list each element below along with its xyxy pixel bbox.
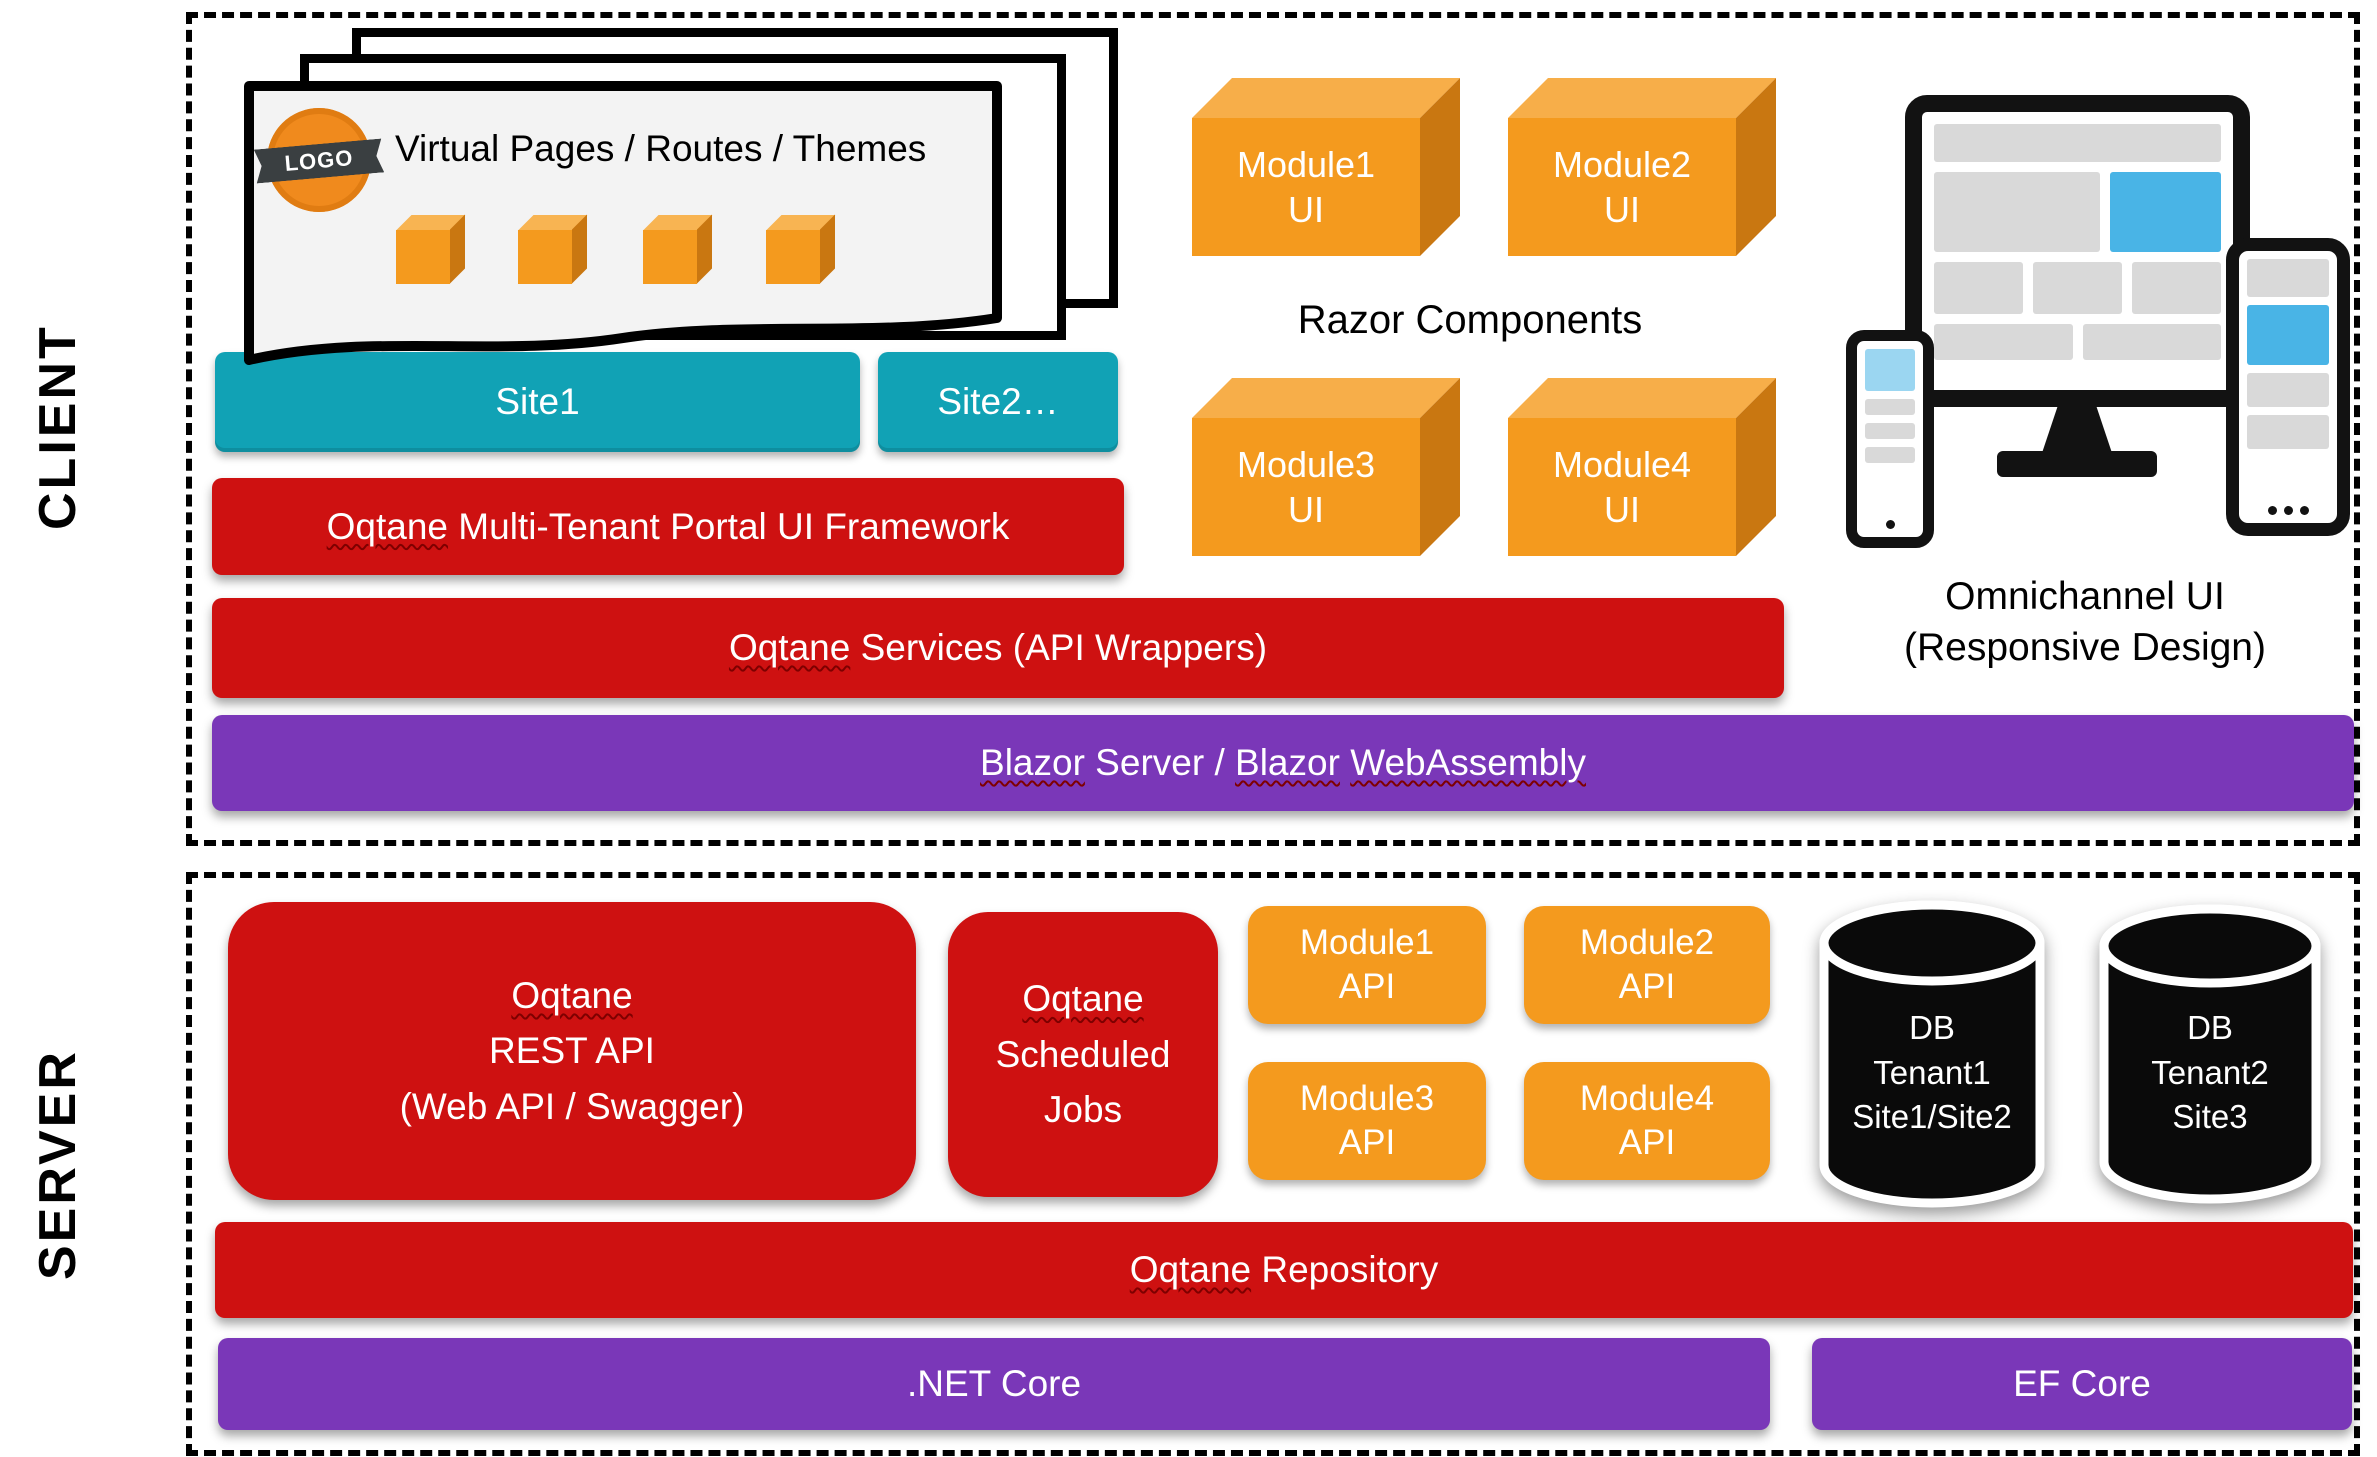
cube-icon [643, 230, 697, 284]
monitor-base-icon [1997, 451, 2157, 477]
db-tenant2-label: DB Tenant2 Site3 [2092, 936, 2328, 1210]
scheduled-line2: Scheduled [995, 1033, 1171, 1075]
omnichannel-line2: (Responsive Design) [1904, 625, 2266, 669]
page-front: LOGO Virtual Pages / Routes / Themes [243, 80, 1005, 382]
rest-api-word: Oqtane [511, 974, 633, 1016]
site1-label: Site1 [495, 381, 580, 422]
site2-bar: Site2… [878, 352, 1118, 452]
module2-ui-box: Module2 UI [1508, 118, 1736, 256]
cube-icon [766, 230, 820, 284]
module1-ui-box: Module1 UI [1192, 118, 1420, 256]
phone-icon [1846, 330, 1934, 548]
db1-line2: Tenant1 [1873, 1053, 1991, 1091]
module1-ui-sub: UI [1288, 189, 1324, 230]
repository-word: Oqtane [1129, 1249, 1252, 1290]
cube-icon [518, 230, 572, 284]
server-label: SERVER [29, 1049, 87, 1281]
module2-api-box: Module2 API [1524, 906, 1770, 1024]
module2-ui-name: Module2 [1552, 144, 1692, 185]
db-tenant2-cylinder: DB Tenant2 Site3 [2092, 898, 2328, 1210]
db2-line3: Site3 [2172, 1098, 2248, 1136]
blazor-bar: Blazor Server / Blazor WebAssembly [212, 715, 2354, 811]
db2-line2: Tenant2 [2151, 1053, 2269, 1091]
database-icon [1819, 900, 2045, 1208]
services-rest: Services (API Wrappers) [850, 627, 1268, 668]
scheduled-word: Oqtane [1022, 978, 1144, 1020]
tablet-icon [2226, 238, 2350, 536]
services-word: Oqtane [728, 627, 851, 668]
cube-icon [396, 230, 450, 284]
db2-line1: DB [2187, 1009, 2233, 1047]
site1-bar: Site1 [215, 352, 860, 452]
db-tenant1-label: DB Tenant1 Site1/Site2 [1812, 931, 2052, 1215]
repository-rest: Repository [1251, 1249, 1439, 1290]
module4-api-name: Module4 [1579, 1079, 1715, 1119]
module2-ui-sub: UI [1604, 189, 1640, 230]
database-icon [2099, 904, 2321, 1204]
module4-ui-box: Module4 UI [1508, 418, 1736, 556]
module4-ui-name: Module4 [1552, 444, 1692, 485]
site2-label: Site2… [937, 381, 1059, 422]
rest-api-box: Oqtane REST API (Web API / Swagger) [228, 902, 916, 1200]
ef-core-bar: EF Core [1812, 1338, 2352, 1430]
omnichannel-line1: Omnichannel UI [1945, 575, 2225, 618]
module3-ui-name: Module3 [1236, 444, 1376, 485]
blazor-text-2 [1340, 742, 1350, 784]
blazor-word-1: Blazor [980, 742, 1085, 783]
module1-api-name: Module1 [1299, 923, 1435, 963]
blazor-text-1: Server / [1084, 742, 1236, 783]
client-label: CLIENT [29, 324, 87, 530]
blazor-word-2: Blazor [1235, 742, 1340, 783]
logo-text: LOGO [254, 138, 384, 183]
portal-framework-word: Oqtane [326, 505, 449, 547]
portal-framework-bar: Oqtane Multi-Tenant Portal UI Framework [212, 478, 1124, 575]
pages-title: Virtual Pages / Routes / Themes [395, 128, 927, 169]
page-front-shape [244, 81, 1002, 365]
portal-framework-rest: Multi-Tenant Portal UI Framework [448, 505, 1010, 547]
scheduled-line3: Jobs [1043, 1089, 1123, 1131]
omnichannel-label: Omnichannel UI (Responsive Design) [1845, 572, 2325, 673]
logo-badge-icon: LOGO [267, 108, 371, 212]
client-region [186, 12, 2360, 846]
rest-api-line3: (Web API / Swagger) [399, 1085, 745, 1127]
module3-api-box: Module3 API [1248, 1062, 1486, 1180]
module3-api-sub: API [1338, 1123, 1396, 1162]
monitor-icon [1905, 95, 2250, 407]
module2-api-sub: API [1618, 967, 1676, 1006]
blazor-word-3: WebAssembly [1350, 742, 1586, 783]
module3-ui-box: Module3 UI [1192, 418, 1420, 556]
server-region [186, 872, 2360, 1456]
module2-api-name: Module2 [1579, 923, 1715, 963]
db1-line3: Site1/Site2 [1852, 1098, 2012, 1136]
services-bar: Oqtane Services (API Wrappers) [212, 598, 1784, 698]
module4-ui-sub: UI [1604, 489, 1640, 530]
module4-api-box: Module4 API [1524, 1062, 1770, 1180]
module1-api-box: Module1 API [1248, 906, 1486, 1024]
dotnet-core-label: .NET Core [906, 1363, 1082, 1404]
module1-ui-name: Module1 [1236, 144, 1376, 185]
module3-ui-sub: UI [1288, 489, 1324, 530]
rest-api-line2: REST API [489, 1030, 655, 1072]
scheduled-jobs-box: Oqtane Scheduled Jobs [948, 912, 1218, 1197]
dotnet-core-bar: .NET Core [218, 1338, 1770, 1430]
module1-api-sub: API [1338, 967, 1396, 1006]
module3-api-name: Module3 [1299, 1079, 1435, 1119]
razor-components-label: Razor Components [1297, 298, 1643, 342]
module4-api-sub: API [1618, 1123, 1676, 1162]
repository-bar: Oqtane Repository [215, 1222, 2353, 1318]
db1-line1: DB [1909, 1009, 1955, 1047]
ef-core-label: EF Core [2013, 1363, 2151, 1404]
db-tenant1-cylinder: DB Tenant1 Site1/Site2 [1812, 893, 2052, 1215]
